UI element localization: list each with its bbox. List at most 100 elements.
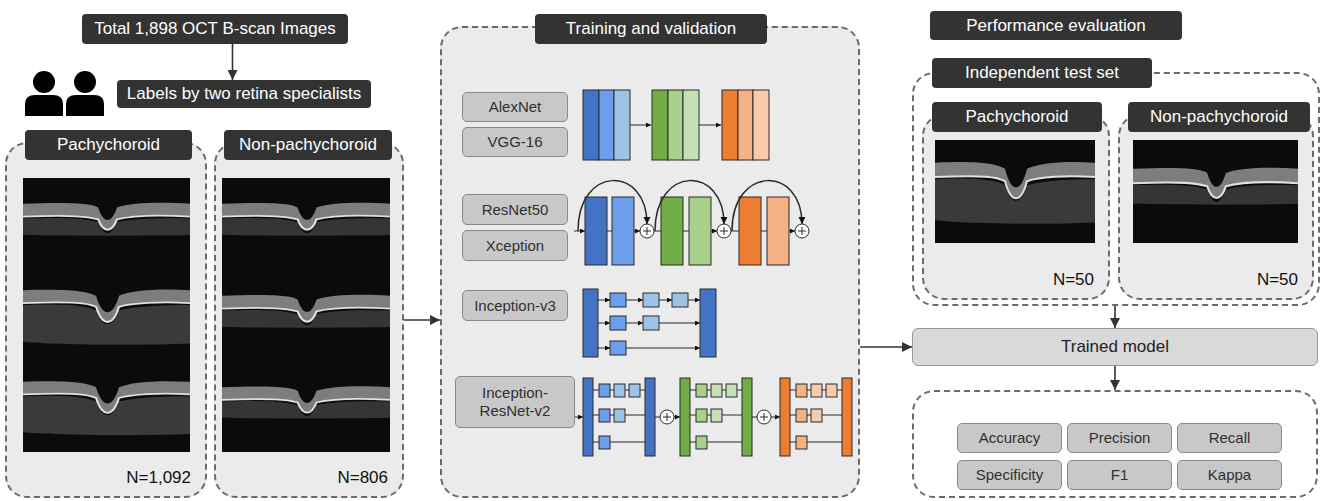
panel-fill [1118,114,1314,300]
box-label: VGG-16 [487,133,542,151]
network-icon [752,417,757,418]
box-label: Specificity [976,466,1044,484]
network-icon [645,378,655,456]
panel-heading: Non-pachychoroid [1128,102,1310,132]
box-label: ResNet50 [482,201,549,219]
network-icon [711,231,717,232]
box-label: Accuracy [979,429,1041,447]
panel-heading: Independent test set [932,58,1152,88]
network-icon [696,436,707,449]
count-label: N=50 [1257,270,1298,290]
network-icon [732,181,802,231]
box-label: AlexNet [489,98,542,116]
network-icon [583,378,593,456]
class-panel: PachychoroidN=50 [922,114,1110,300]
class-panel: Non-pachychoroidN=50 [1118,114,1314,300]
network-icon [593,390,645,442]
panel-fill [5,142,207,498]
network-icon [626,300,643,301]
box-label: Trained model [1061,337,1169,357]
person-icon [66,95,104,116]
network-icon [661,197,683,265]
network-icon [668,90,683,160]
metric-box: Precision [1067,423,1172,453]
network-icon [655,181,724,231]
network-icon [690,390,742,442]
network-icon [711,384,722,397]
network-icon [629,384,640,397]
network-icon [696,409,707,422]
network-icon [574,231,585,232]
network-icon [610,341,626,355]
box-label: F1 [1111,466,1129,484]
network-icon [683,231,689,232]
person-icon [74,71,96,93]
flow-arrow [1114,366,1116,390]
network-icon [742,378,752,456]
model-box: ResNet50 [462,194,568,225]
panel-fill [922,114,1110,300]
metrics-panel: AccuracyPrecisionRecallSpecificityF1Kapp… [912,390,1318,498]
network-icon [717,224,731,238]
network-icon [578,181,647,231]
panel-fill [5,26,1314,498]
network-icon [626,348,700,349]
network-icon [612,197,634,265]
network-icon [599,409,610,422]
network-icon [640,224,809,238]
oct-image [23,362,190,452]
box-label: Total 1,898 OCT B-scan Images [94,19,336,39]
panel-fill [440,26,860,498]
network-icon [761,231,767,232]
network-icon [726,384,737,397]
network-icon [583,90,599,160]
network-icon [789,231,795,232]
header-box: Total 1,898 OCT B-scan Images [82,14,348,44]
network-icon [795,224,809,238]
model-box: Inception-v3 [462,290,568,321]
network-icon [796,384,807,397]
network-icon [610,293,626,307]
box-label: Inception- ResNet-v2 [456,384,574,420]
network-icon [643,227,806,235]
box-label: Inception-v3 [474,297,556,315]
network-icon [630,125,651,126]
oct-image [935,140,1095,243]
class-panel: Non-pachychoroidN=806 [214,142,404,498]
network-icon [643,293,659,307]
panel-heading: Pachychoroid [932,102,1102,132]
network-icon [796,409,807,422]
network-icon [585,197,607,265]
oct-image [222,362,390,452]
test-panel: Independent test setPachychoroidN=50Non-… [912,72,1320,306]
panel-heading: Non-pachychoroid [224,130,392,160]
network-icon [610,316,626,330]
network-icon [607,231,612,232]
network-icon [574,417,583,418]
network-icon [757,410,771,424]
panel-heading: Training and validation [535,14,767,44]
network-icon [731,231,739,232]
network-icon [599,436,610,449]
network-icon [599,384,610,397]
training-panel: Training and validationAlexNetVGG-16ResN… [440,26,860,498]
network-icon [683,90,699,160]
network-icon [654,231,661,232]
network-icon [599,90,614,160]
network-icon [722,90,738,160]
network-icon [643,316,659,330]
network-icon [753,90,769,160]
network-icon [614,90,630,160]
network-icon [811,384,822,397]
panel-fill [214,142,404,498]
network-icon [674,417,680,418]
network-icon [826,384,837,397]
count-label: N=806 [337,468,388,488]
metric-box: Recall [1177,423,1282,453]
network-icon [640,224,654,238]
person-icon [33,71,55,93]
network-icon [660,410,771,424]
network-icon [660,410,674,424]
network-icon [659,300,672,301]
count-label: N=1,092 [126,468,191,488]
